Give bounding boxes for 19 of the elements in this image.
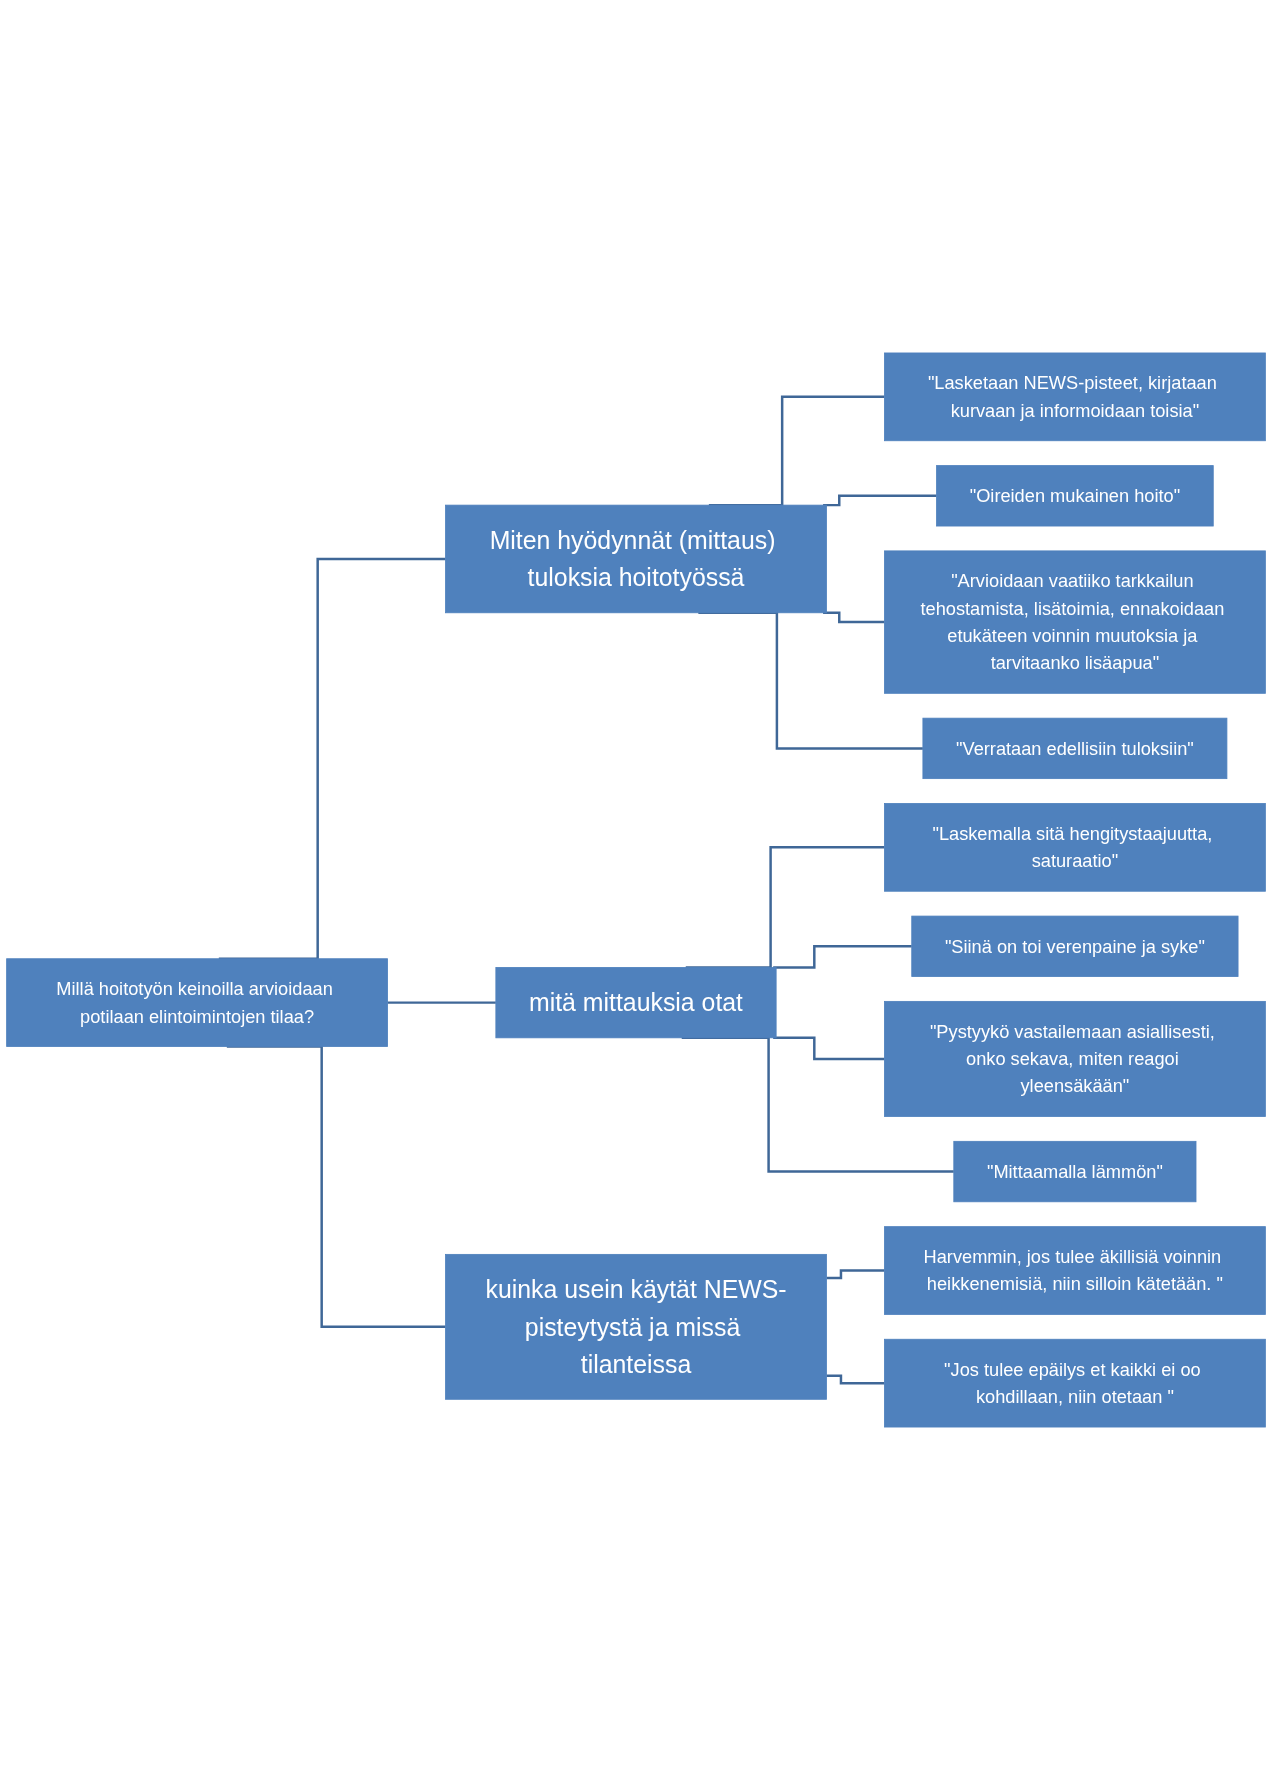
- node-box: "Verrataan edellisiin tuloksiin": [922, 717, 1228, 780]
- node-box: "Jos tulee epäilys et kaikki ei oo kohdillaan, niin otetaan ": [884, 1338, 1266, 1428]
- node-box: kuinka usein käytät NEWS-pisteytystä ja missä tilanteissa: [445, 1253, 827, 1400]
- connector: [826, 1374, 885, 1385]
- connector: [826, 1269, 885, 1280]
- node-box: "Siinä on toi verenpaine ja syke": [911, 915, 1239, 977]
- connector: [823, 611, 885, 624]
- connector: [387, 1001, 496, 1004]
- node-box: Millä hoitotyön keinoilla arvioidaan potilaan elintoimintojen tilaa?: [6, 958, 388, 1047]
- node-box: Miten hyödynnät (mittaus) tuloksia hoitotyössä: [445, 504, 827, 614]
- node-box: "Oireiden mukainen hoito": [936, 465, 1214, 527]
- node-box: mitä mittauksia otat: [495, 967, 777, 1039]
- node-box: "Arvioidaan vaatiiko tarkkailun tehostamista, lisätoimia, ennakoidaan etukäteen voinnin muutoksia ja tarvitaanko lisäapua": [884, 550, 1266, 694]
- connector: [773, 1036, 885, 1061]
- node-box: Harvemmin, jos tulee äkillisiä voinnin heikkenemisiä, niin silloin kätetään. ": [884, 1226, 1266, 1315]
- node-box: "Laskemalla sitä hengitystaajuutta, saturaatio": [884, 803, 1266, 892]
- node-box: "Lasketaan NEWS-pisteet, kirjataan kurvaan ja informoidaan toisia": [884, 352, 1266, 442]
- node-box: "Mittaamalla lämmön": [953, 1140, 1197, 1203]
- node-box: "Pystyykö vastailemaan asiallisesti, onko sekava, miten reagoi yleensäkään": [884, 1000, 1266, 1117]
